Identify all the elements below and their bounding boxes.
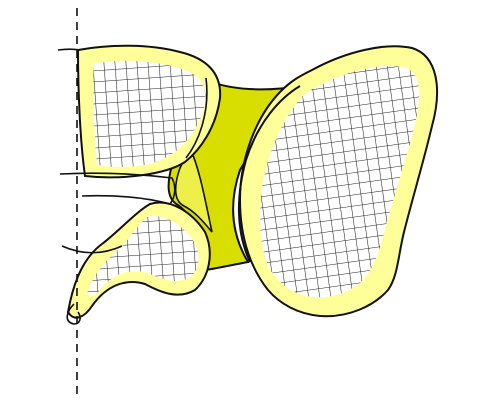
joint-line-region <box>174 146 213 233</box>
right-bone <box>256 62 424 302</box>
upper-left-bone-edge <box>185 77 208 159</box>
lower-contour-line <box>61 245 123 254</box>
upper-left-bone <box>89 56 210 171</box>
middle-contour-line <box>59 172 176 205</box>
upper-contour-line <box>57 48 81 51</box>
right-bone-outline <box>237 85 301 263</box>
bottom-contour-hook <box>66 303 81 325</box>
